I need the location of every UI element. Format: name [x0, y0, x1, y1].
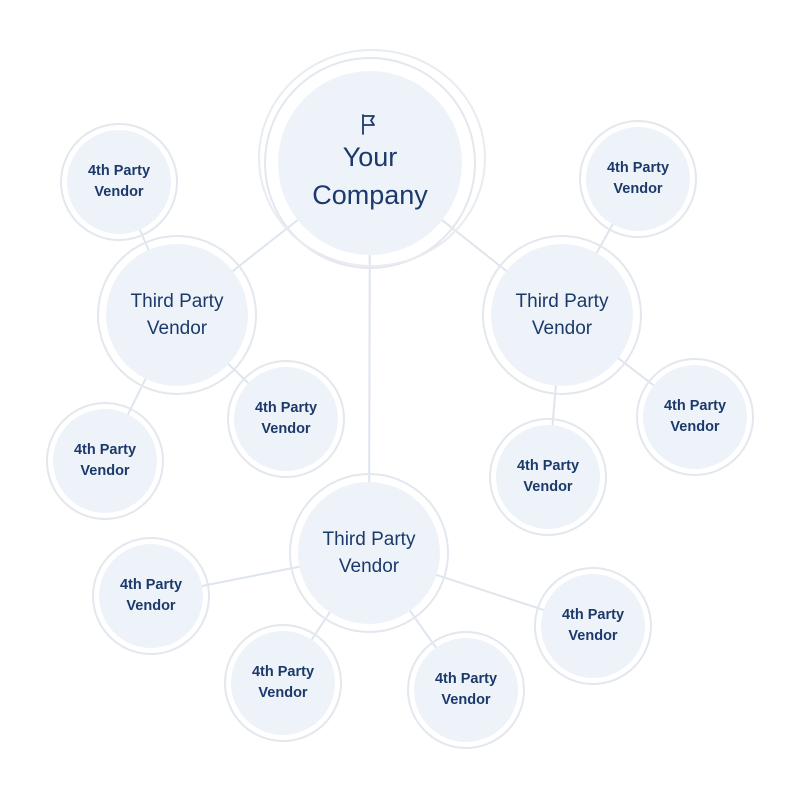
third-party-vendor-node: Third Party Vendor: [97, 235, 257, 395]
fourth-party-vendor-node: 4th Party Vendor: [46, 402, 164, 520]
node-label-line2: Vendor: [568, 628, 618, 644]
hub-label-line1: Your: [342, 142, 398, 172]
node-label-line1: 4th Party: [606, 160, 670, 176]
fourth-party-vendor-node: 4th Party Vendor: [534, 567, 652, 685]
node-label-line2: Vendor: [146, 318, 208, 339]
node-label-line1: 4th Party: [254, 400, 318, 416]
flag-icon: [362, 114, 375, 135]
fourth-party-vendor-node: 4th Party Vendor: [227, 360, 345, 478]
hub-label-line2: Company: [312, 180, 428, 210]
node-label-line2: Vendor: [441, 692, 491, 708]
fourth-party-vendor-node: 4th Party Vendor: [579, 120, 697, 238]
fourth-party-vendor-node: 4th Party Vendor: [636, 358, 754, 476]
node-label-line1: 4th Party: [561, 607, 625, 623]
node-label-line2: Vendor: [613, 181, 663, 197]
node-label-line2: Vendor: [94, 184, 144, 200]
node-label-line1: 4th Party: [663, 398, 727, 414]
node-label-line1: 4th Party: [516, 458, 580, 474]
node-label-line1: 4th Party: [119, 577, 183, 593]
fourth-party-vendor-node: 4th Party Vendor: [489, 418, 607, 536]
fourth-party-vendor-node: 4th Party Vendor: [92, 537, 210, 655]
node-label-line1: Third Party: [322, 529, 416, 550]
fourth-party-vendor-node: 4th Party Vendor: [407, 631, 525, 749]
node-label-line2: Vendor: [523, 479, 573, 495]
node-label-line2: Vendor: [531, 318, 593, 339]
node-label-line1: 4th Party: [251, 664, 315, 680]
node-label-line2: Vendor: [126, 598, 176, 614]
node-label-line2: Vendor: [670, 419, 720, 435]
node-label-line2: Vendor: [258, 685, 308, 701]
your-company-node: Your Company: [258, 49, 486, 269]
node-label-line1: Third Party: [130, 291, 224, 312]
node-label-line1: 4th Party: [434, 671, 498, 687]
node-label-line1: 4th Party: [73, 442, 137, 458]
node-label-line2: Vendor: [261, 421, 311, 437]
node-label-line2: Vendor: [338, 556, 400, 577]
node-label-line2: Vendor: [80, 463, 130, 479]
third-party-vendor-node: Third Party Vendor: [482, 235, 642, 395]
node-label-line1: Third Party: [515, 291, 609, 312]
fourth-party-vendor-node: 4th Party Vendor: [60, 123, 178, 241]
fourth-party-vendor-node: 4th Party Vendor: [224, 624, 342, 742]
node-label-line1: 4th Party: [87, 163, 151, 179]
third-party-vendor-node: Third Party Vendor: [289, 473, 449, 633]
